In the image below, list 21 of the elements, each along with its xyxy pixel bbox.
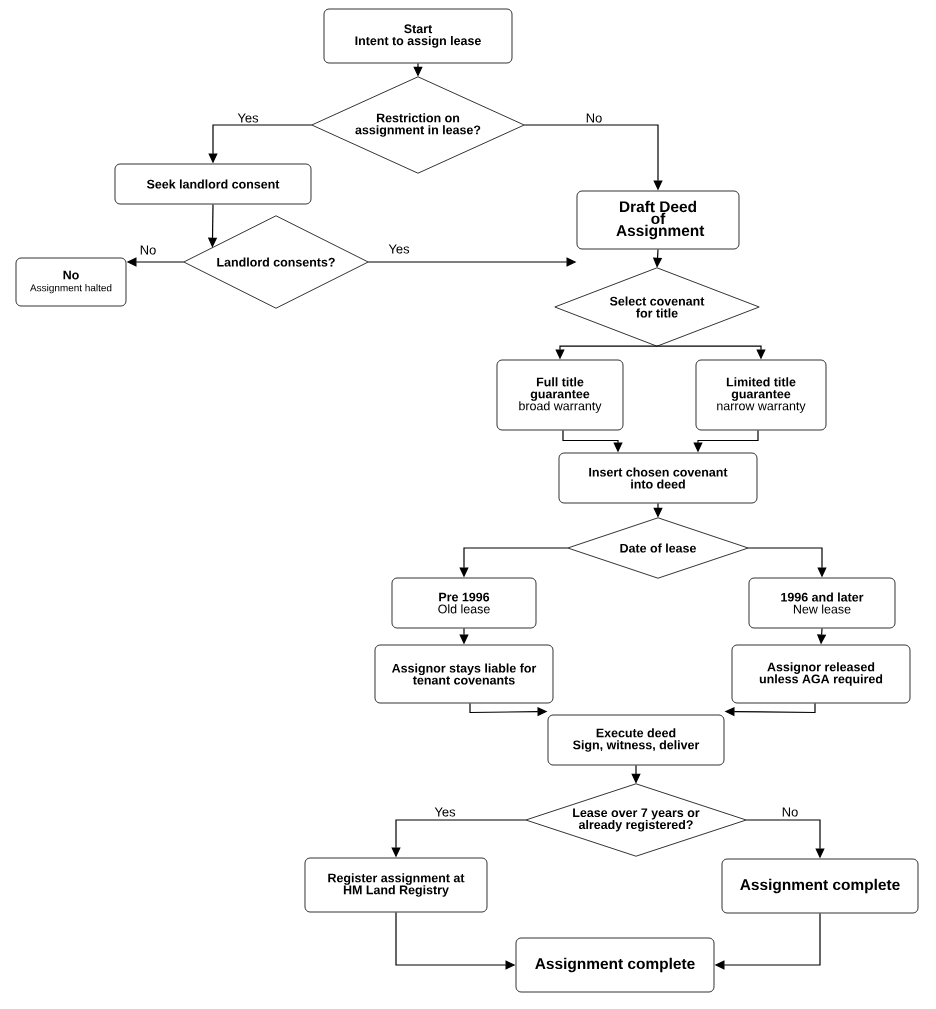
process-box: Register assignment at HM Land Registry — [304, 857, 488, 913]
process-box: Assignment complete — [515, 937, 715, 993]
process-box: Seek landlord consent — [114, 163, 312, 205]
process-box: Full title guarantee broad warranty — [496, 359, 624, 431]
edge-label: No — [584, 112, 604, 125]
process-box: Assignor stays liable for tenant covenants — [374, 644, 554, 704]
process-box: Insert chosen covenant into deed — [558, 452, 758, 504]
process-box: Assignor released unless AGA required — [731, 644, 911, 704]
process-box: Pre 1996 Old lease — [391, 577, 537, 629]
process-box: No Assignment halted — [15, 257, 127, 307]
edge-label: Yes — [386, 243, 412, 256]
process-box: Start Intent to assign lease — [323, 8, 513, 64]
edge-label: No — [138, 244, 158, 257]
process-box: Execute deed Sign, witness, deliver — [547, 714, 725, 766]
process-box: Limited title guarantee narrow warranty — [695, 359, 827, 431]
process-box: Draft Deed of Assignment — [576, 190, 740, 250]
process-box: 1996 and later New lease — [748, 577, 896, 629]
edge-label: Yes — [235, 112, 261, 125]
process-box: Assignment complete — [721, 858, 919, 914]
edge-label: No — [780, 806, 800, 819]
edge-label: Yes — [432, 806, 458, 819]
